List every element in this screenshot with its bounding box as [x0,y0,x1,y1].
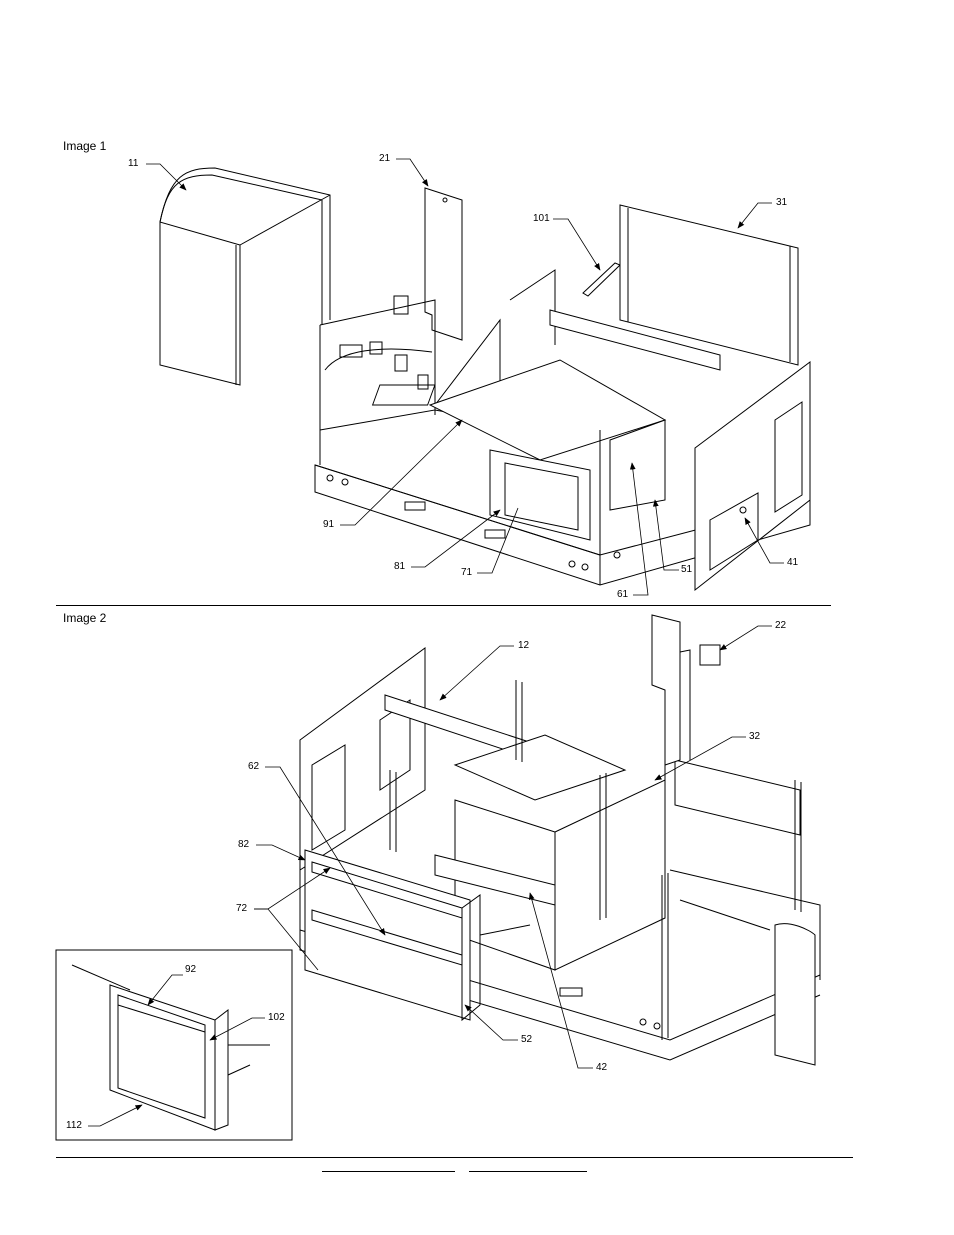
callout-22: 22 [775,620,787,631]
callout-62: 62 [248,761,260,772]
callout-41: 41 [787,557,799,568]
coil-11 [159,167,331,386]
coil-31 [619,204,799,366]
callout-32: 32 [749,731,761,742]
image-1-label: Image 1 [63,139,107,153]
callout-91: 91 [323,519,335,530]
image-2-label: Image 2 [63,611,107,625]
panel-21 [393,187,463,341]
cabinet-2 [299,614,821,1066]
footer-rule [56,1157,853,1158]
callout-92: 92 [185,964,197,975]
callout-81: 81 [394,561,406,572]
cabinet-1 [314,269,811,592]
callout-112: 112 [66,1120,82,1131]
callout-21: 21 [379,153,391,164]
callout-101: 101 [533,213,550,224]
callout-52: 52 [521,1034,533,1045]
footer-blank-2 [469,1171,587,1172]
callout-72: 72 [236,903,248,914]
callout-82: 82 [238,839,250,850]
callout-12: 12 [518,640,530,651]
coil-52 [304,849,531,1022]
callout-71: 71 [461,567,473,578]
inset-coil [71,964,270,1131]
callout-42: 42 [596,1062,608,1073]
callout-102: 102 [268,1012,285,1023]
callout-11: 11 [128,158,139,169]
tube-101 [582,262,621,297]
section-divider [56,605,831,606]
footer-blank-1 [322,1171,455,1172]
callout-31: 31 [776,197,788,208]
callout-51: 51 [681,564,693,575]
callout-61: 61 [617,589,629,600]
